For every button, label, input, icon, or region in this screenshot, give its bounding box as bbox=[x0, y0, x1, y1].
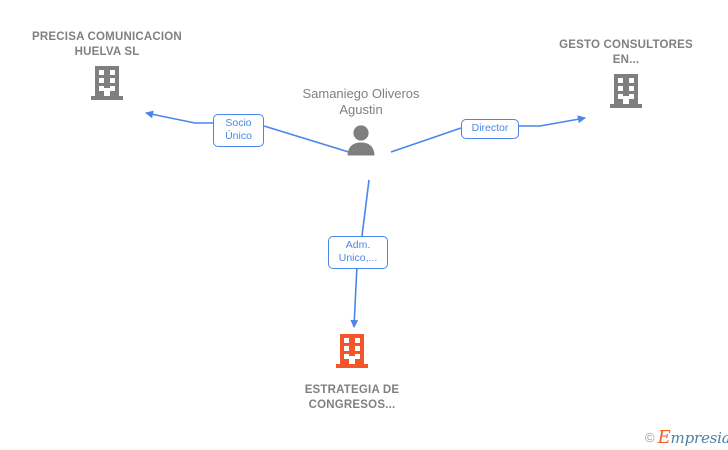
node-label-person: Samaniego Oliveros Agustin bbox=[302, 86, 420, 117]
watermark-empresia: © Empresia bbox=[645, 427, 728, 448]
brand-initial: E bbox=[657, 427, 671, 448]
node-label-estrategia: ESTRATEGIA DE CONGRESOS... bbox=[304, 384, 400, 411]
node-company-gesto[interactable]: GESTO CONSULTORES EN... bbox=[551, 38, 701, 116]
person-icon bbox=[344, 124, 378, 163]
building-icon bbox=[609, 73, 643, 116]
edge-adm-unico bbox=[350, 179, 370, 329]
edge-label-socio-unico[interactable]: Socio Único bbox=[213, 114, 264, 147]
edge-label-adm-unico[interactable]: Adm. Unico,... bbox=[328, 236, 388, 269]
node-person-samaniego[interactable]: Samaniego Oliveros Agustin bbox=[286, 86, 436, 163]
copyright-icon: © bbox=[645, 430, 655, 445]
edge-socio-unico bbox=[144, 110, 353, 154]
node-label-gesto: GESTO CONSULTORES EN... bbox=[559, 39, 693, 66]
brand-rest: mpresia bbox=[670, 429, 728, 447]
node-company-precisa[interactable]: PRECISA COMUNICACION HUELVA SL bbox=[32, 30, 182, 108]
edge-label-director[interactable]: Director bbox=[461, 119, 519, 139]
edge-director bbox=[390, 115, 587, 153]
node-company-estrategia[interactable]: ESTRATEGIA DE CONGRESOS... bbox=[277, 333, 427, 412]
node-label-precisa: PRECISA COMUNICACION HUELVA SL bbox=[32, 31, 182, 58]
building-icon bbox=[335, 333, 369, 376]
building-icon bbox=[90, 65, 124, 108]
brand-wordmark: Empresia bbox=[658, 427, 728, 448]
